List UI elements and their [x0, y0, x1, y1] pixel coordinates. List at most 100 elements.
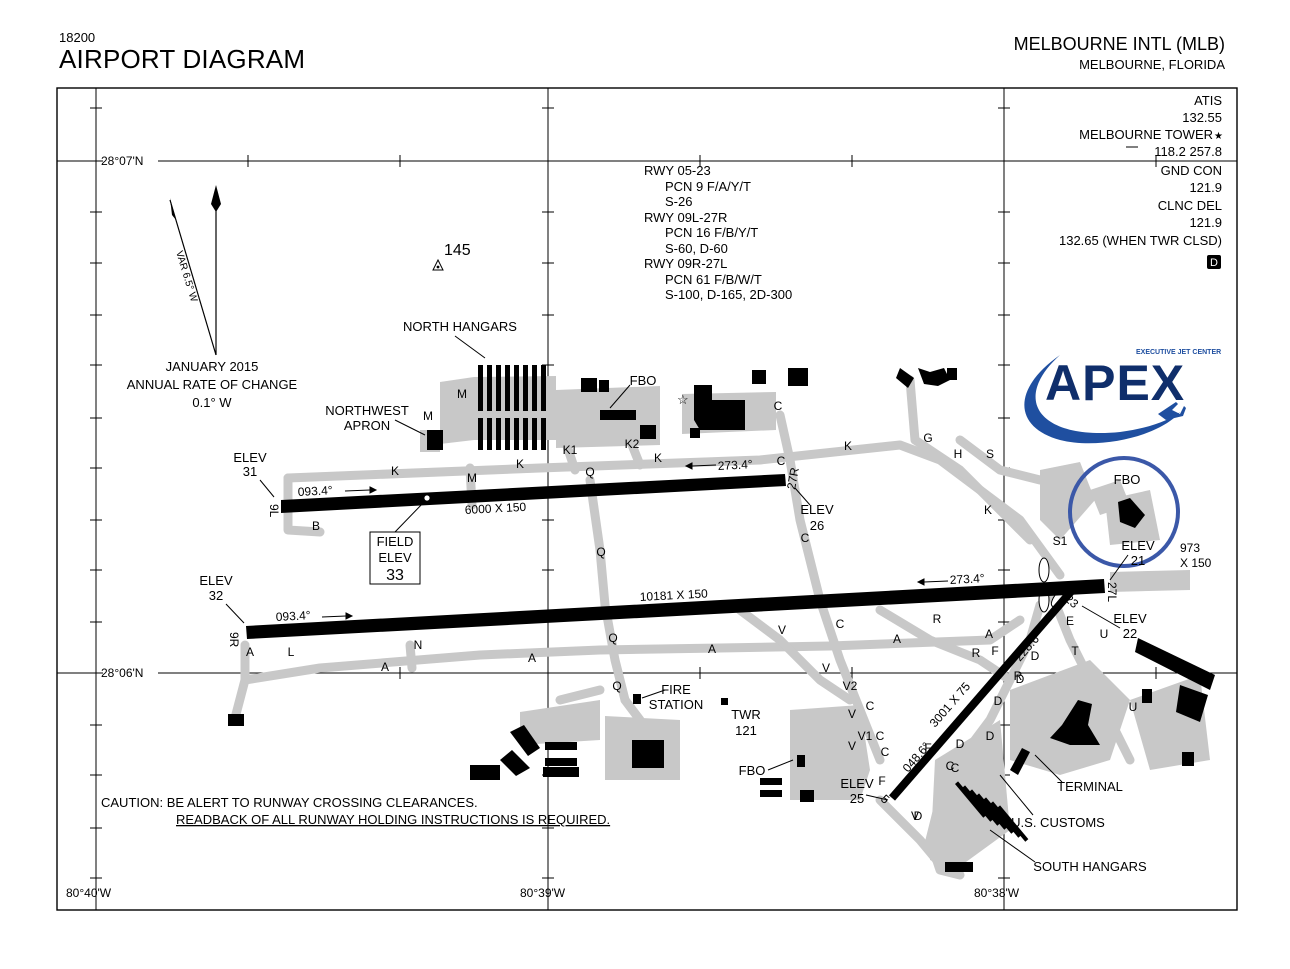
- hangar-row: [532, 418, 537, 450]
- star-icon: ★: [1214, 131, 1223, 142]
- rwy-9l-end: 9L: [267, 504, 281, 518]
- taxiway-label-v2: V2: [843, 679, 858, 693]
- taxiway-label-k: K: [516, 457, 524, 471]
- elev-label: ELEV: [1121, 538, 1155, 553]
- runway-09l-27r: [281, 474, 786, 513]
- extension-dims-line: X 150: [1180, 556, 1212, 570]
- elev-label: ELEV: [199, 573, 233, 588]
- variation-date: JANUARY 2015: [166, 359, 259, 374]
- fbo-label-apex: FBO: [1114, 472, 1141, 487]
- elevation-leaders: [225, 479, 1129, 801]
- taxiway-label-d: D: [986, 729, 995, 743]
- taxiway-label-r: R: [933, 612, 942, 626]
- taxiway-label-q: Q: [585, 465, 594, 479]
- taxiway-label-m: M: [457, 387, 467, 401]
- rwy-9r-end: 9R: [227, 632, 241, 648]
- taxiway-label-a: A: [528, 651, 536, 665]
- airspace-class-badge: [1207, 255, 1221, 269]
- hangar-row: [514, 365, 519, 411]
- hangar-row: [478, 418, 483, 450]
- rwy-data-line: S-26: [665, 194, 692, 209]
- rwy-data-line: RWY 09L-27R: [644, 210, 727, 225]
- true-north-icon: [211, 185, 221, 212]
- taxiway-label-a: A: [985, 627, 993, 641]
- taxiway-label-b: B: [312, 519, 320, 533]
- label-leaders: [394, 335, 1063, 863]
- map-frame: [56, 87, 1238, 911]
- taxiway-label-c: C: [876, 729, 885, 743]
- airport-name: MELBOURNE INTL (MLB): [1013, 34, 1225, 54]
- runway-05-23: [888, 584, 1079, 801]
- buildings: ☆: [228, 365, 1215, 872]
- elev-9l: 31: [243, 464, 257, 479]
- hangar-row: [505, 365, 510, 411]
- gnd-label: GND CON: [1161, 163, 1222, 178]
- tower-label: MELBOURNE TOWER: [1079, 127, 1213, 142]
- taxiway-label-l: L: [288, 645, 295, 659]
- rwy-27l-heading: 273.4°: [949, 571, 985, 587]
- terminal-label: TERMINAL: [1057, 779, 1123, 794]
- elev-27r: 26: [810, 518, 824, 533]
- taxiway-label-q: Q: [596, 545, 605, 559]
- page-title: AIRPORT DIAGRAM: [59, 44, 306, 74]
- taxiway-label-k: K: [844, 439, 852, 453]
- taxiway-label-q: Q: [612, 679, 621, 693]
- elev-9r: 32: [209, 588, 223, 603]
- taxiway-label-q: Q: [608, 631, 617, 645]
- taxiway-label-d: D: [994, 694, 1003, 708]
- taxiway-label-m: M: [423, 409, 433, 423]
- taxiway-label-v: V: [822, 661, 830, 675]
- taxiway-label-k2: K2: [625, 437, 640, 451]
- taxiway-label-g: G: [923, 431, 932, 445]
- taxiway-label-t: T: [1071, 644, 1079, 658]
- clnc-label: CLNC DEL: [1158, 198, 1222, 213]
- hangar-row: [969, 789, 1001, 826]
- taxiway-label-a: A: [246, 645, 254, 659]
- tower-label: TWR: [731, 707, 761, 722]
- taxiway-label-c: C: [881, 745, 890, 759]
- taxiway-label-c: C: [836, 617, 845, 631]
- northwest-apron-text-line: APRON: [344, 418, 390, 433]
- apex-logo: EXECUTIVE JET CENTER APEX: [1024, 349, 1221, 444]
- lon-label-right: 80°38'W: [974, 886, 1020, 900]
- rwy-data-line: PCN 9 F/A/Y/T: [665, 179, 751, 194]
- hangar-row: [514, 418, 519, 450]
- taxiway-label-k: K: [654, 451, 662, 465]
- rwy-data-line: RWY 09R-27L: [644, 256, 727, 271]
- lat-label-bottom: 28°06'N: [101, 666, 143, 680]
- taxiway-label-c: C: [866, 699, 875, 713]
- taxiway-label-f: F: [924, 741, 931, 755]
- rwy-data-line: S-60, D-60: [665, 241, 728, 256]
- taxiway-label-v: V: [911, 809, 919, 823]
- document-number: 18200: [59, 30, 96, 45]
- tower-freq: 118.2 257.8: [1154, 144, 1222, 159]
- hangar-row: [505, 418, 510, 450]
- taxiway-label-d: D: [956, 737, 965, 751]
- elev-label: ELEV: [840, 776, 874, 791]
- hangar-row: [487, 418, 492, 450]
- taxiway-label-u: U: [1129, 700, 1138, 714]
- lon-label-left: 80°40'W: [66, 886, 112, 900]
- taxiway-label-v: V: [848, 739, 856, 753]
- taxiway-label-d: D: [1031, 649, 1040, 663]
- rwy-9l-heading: 093.4°: [297, 483, 333, 499]
- rwy-data-line: PCN 61 F/B/W/T: [665, 272, 762, 287]
- rwy-27r-end: 27R: [784, 466, 802, 490]
- logo-tagline: EXECUTIVE JET CENTER: [1136, 349, 1221, 356]
- airport-city: MELBOURNE, FLORIDA: [1079, 57, 1225, 72]
- hangar-row: [541, 365, 546, 411]
- northwest-apron-text: NORTHWEST: [325, 403, 409, 418]
- clnc-freq: 121.9: [1189, 215, 1222, 230]
- rwy-9r-heading: 093.4°: [275, 608, 311, 624]
- hangar-row: [976, 793, 1008, 830]
- fbo-label-south: FBO: [739, 763, 766, 778]
- hangar-row: [496, 418, 501, 450]
- field-elev-label-2: ELEV: [378, 550, 412, 565]
- us-customs-label: U.S. CUSTOMS: [1011, 815, 1105, 830]
- frequency-block: ATIS 132.55 MELBOURNE TOWER ★ 118.2 257.…: [1059, 93, 1223, 269]
- obstacle-icon: [432, 258, 444, 271]
- heading-arrows: [321, 462, 949, 620]
